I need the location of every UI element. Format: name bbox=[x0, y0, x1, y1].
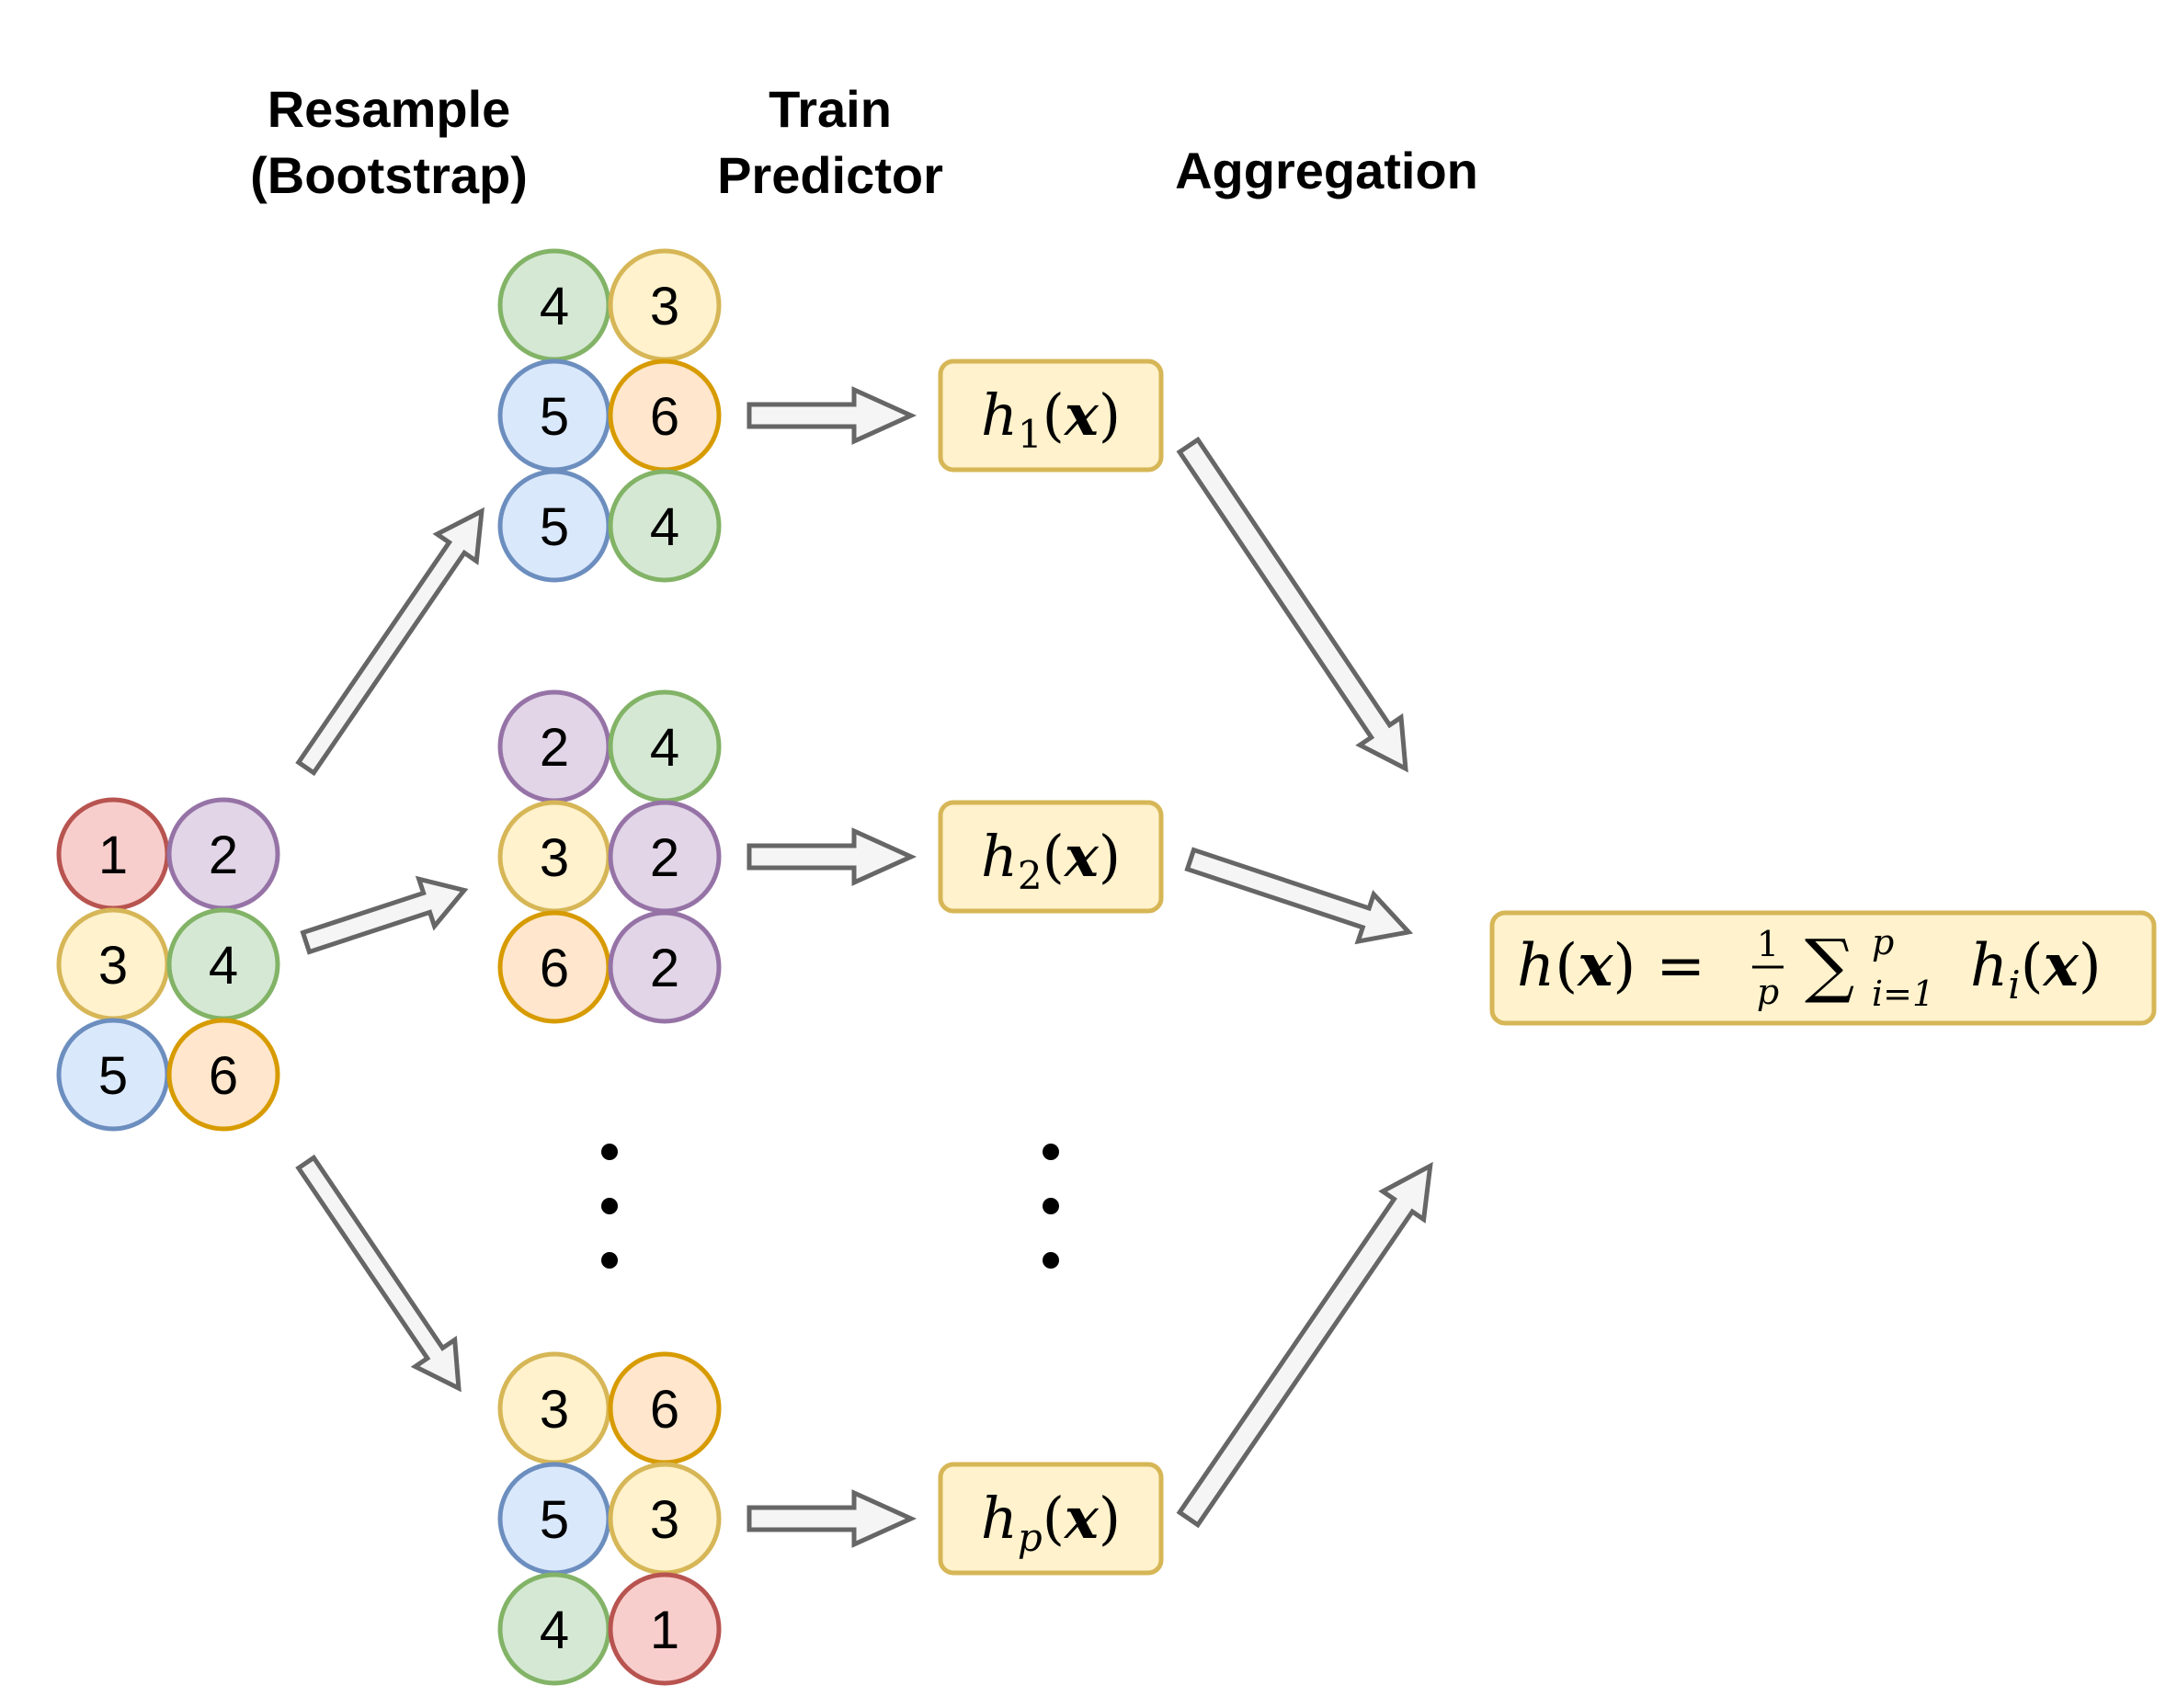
data-point-circle bbox=[166, 1018, 280, 1132]
header-train-line2: Predictor bbox=[717, 146, 943, 204]
predictor-label: h2(x) bbox=[981, 823, 1121, 898]
data-point: 5 bbox=[497, 1462, 611, 1576]
data-point-label: 2 bbox=[650, 939, 679, 998]
predictor-box bbox=[938, 359, 1164, 473]
sum-upper: p bbox=[1872, 922, 1894, 962]
data-point-label: 5 bbox=[98, 1046, 128, 1106]
arrow-train-2-icon bbox=[747, 827, 918, 886]
predictor-h1: h1(x) bbox=[938, 359, 1164, 473]
aggregate-rhs: hi(x) bbox=[1970, 931, 2102, 1008]
bootstrap-sample-1: 4 3 5 6 5 4 bbox=[497, 248, 722, 583]
predictor-h2: h2(x) bbox=[938, 800, 1164, 914]
data-point-label: 1 bbox=[98, 826, 128, 885]
fraction-numerator: 1 bbox=[1757, 924, 1779, 964]
predictor-label: h1(x) bbox=[981, 381, 1121, 457]
data-point: 6 bbox=[166, 1018, 280, 1132]
data-point-label: 6 bbox=[540, 939, 569, 998]
data-point: 4 bbox=[608, 689, 722, 803]
data-point-label: 3 bbox=[650, 1490, 679, 1550]
data-point: 6 bbox=[608, 359, 722, 473]
data-point-circle bbox=[608, 1572, 722, 1686]
aggregate-lhs: h(x)= bbox=[1517, 931, 1705, 1000]
arrow-train-1-icon bbox=[747, 386, 918, 445]
data-point-label: 2 bbox=[540, 718, 569, 778]
vertical-ellipsis-icon bbox=[1043, 1144, 1059, 1269]
data-point: 6 bbox=[608, 1351, 722, 1465]
data-point: 3 bbox=[608, 248, 722, 362]
data-point-label: 6 bbox=[209, 1046, 238, 1106]
header-resample: Resample (Bootstrap) bbox=[250, 80, 528, 204]
arrow-resample-p-icon bbox=[295, 1154, 462, 1393]
original-dataset: 1 2 3 4 5 6 bbox=[56, 797, 280, 1132]
data-point-label: 4 bbox=[540, 277, 569, 336]
data-point-label: 3 bbox=[650, 277, 679, 336]
sum-lower: i=1 bbox=[1872, 974, 1934, 1014]
arrow-resample-2-icon bbox=[300, 875, 469, 955]
data-point-label: 5 bbox=[540, 387, 569, 447]
data-point-label: 4 bbox=[540, 1600, 569, 1660]
data-point: 5 bbox=[56, 1018, 170, 1132]
data-point-label: 4 bbox=[650, 497, 679, 557]
data-point-circle bbox=[608, 469, 722, 583]
data-point-label: 2 bbox=[209, 826, 238, 885]
data-point-label: 3 bbox=[98, 936, 128, 996]
arrow-aggregate-2-icon bbox=[1184, 847, 1414, 945]
data-point-label: 2 bbox=[650, 828, 679, 888]
data-point-label: 3 bbox=[540, 1380, 569, 1440]
bootstrap-sample-2: 2 4 3 2 6 2 bbox=[497, 689, 722, 1024]
data-point-label: 5 bbox=[540, 1490, 569, 1550]
data-point-label: 3 bbox=[540, 828, 569, 888]
predictor-box bbox=[938, 1462, 1164, 1576]
data-point-label: 6 bbox=[650, 387, 679, 447]
data-point: 2 bbox=[497, 689, 611, 803]
arrow-train-p-icon bbox=[747, 1489, 918, 1548]
header-resample-line2: (Bootstrap) bbox=[250, 146, 528, 204]
arrow-resample-1-icon bbox=[295, 507, 484, 777]
data-point: 2 bbox=[166, 797, 280, 911]
header-train-line1: Train bbox=[769, 80, 892, 138]
header-aggregation: Aggregation bbox=[1175, 142, 1478, 199]
data-point: 5 bbox=[497, 469, 611, 583]
arrow-aggregate-1-icon bbox=[1176, 436, 1408, 773]
aggregate-box bbox=[1489, 910, 2157, 1026]
data-point-circle bbox=[608, 910, 722, 1024]
predictor-box bbox=[938, 800, 1164, 914]
data-point: 2 bbox=[608, 800, 722, 914]
data-point: 3 bbox=[497, 800, 611, 914]
bootstrap-sample-p: 3 6 5 3 4 1 bbox=[497, 1351, 722, 1686]
data-point-label: 5 bbox=[540, 497, 569, 557]
sum-icon: ∑ bbox=[1805, 924, 1854, 1006]
data-point: 1 bbox=[56, 797, 170, 911]
data-point-label: 4 bbox=[209, 936, 238, 996]
data-point: 4 bbox=[497, 1572, 611, 1686]
predictor-hp: hp(x) bbox=[938, 1462, 1164, 1576]
data-point: 3 bbox=[56, 907, 170, 1021]
data-point-label: 1 bbox=[650, 1600, 679, 1660]
data-point: 3 bbox=[608, 1462, 722, 1576]
aggregate-formula: h(x)= 1 p ∑ p i=1 hi(x) bbox=[1489, 910, 2157, 1026]
arrow-aggregate-p-icon bbox=[1176, 1161, 1433, 1529]
data-point-label: 4 bbox=[650, 718, 679, 778]
fraction-denominator: p bbox=[1757, 972, 1779, 1012]
data-point: 5 bbox=[497, 359, 611, 473]
predictor-label: hp(x) bbox=[981, 1485, 1121, 1560]
data-point: 3 bbox=[497, 1351, 611, 1465]
data-point: 2 bbox=[608, 910, 722, 1024]
data-point: 4 bbox=[166, 907, 280, 1021]
data-point-label: 6 bbox=[650, 1380, 679, 1440]
header-train-predictor: Train Predictor bbox=[717, 80, 943, 204]
data-point: 4 bbox=[608, 469, 722, 583]
data-point: 1 bbox=[608, 1572, 722, 1686]
data-point: 4 bbox=[497, 248, 611, 362]
header-resample-line1: Resample bbox=[268, 80, 511, 138]
vertical-ellipsis-icon bbox=[601, 1144, 618, 1269]
data-point: 6 bbox=[497, 910, 611, 1024]
